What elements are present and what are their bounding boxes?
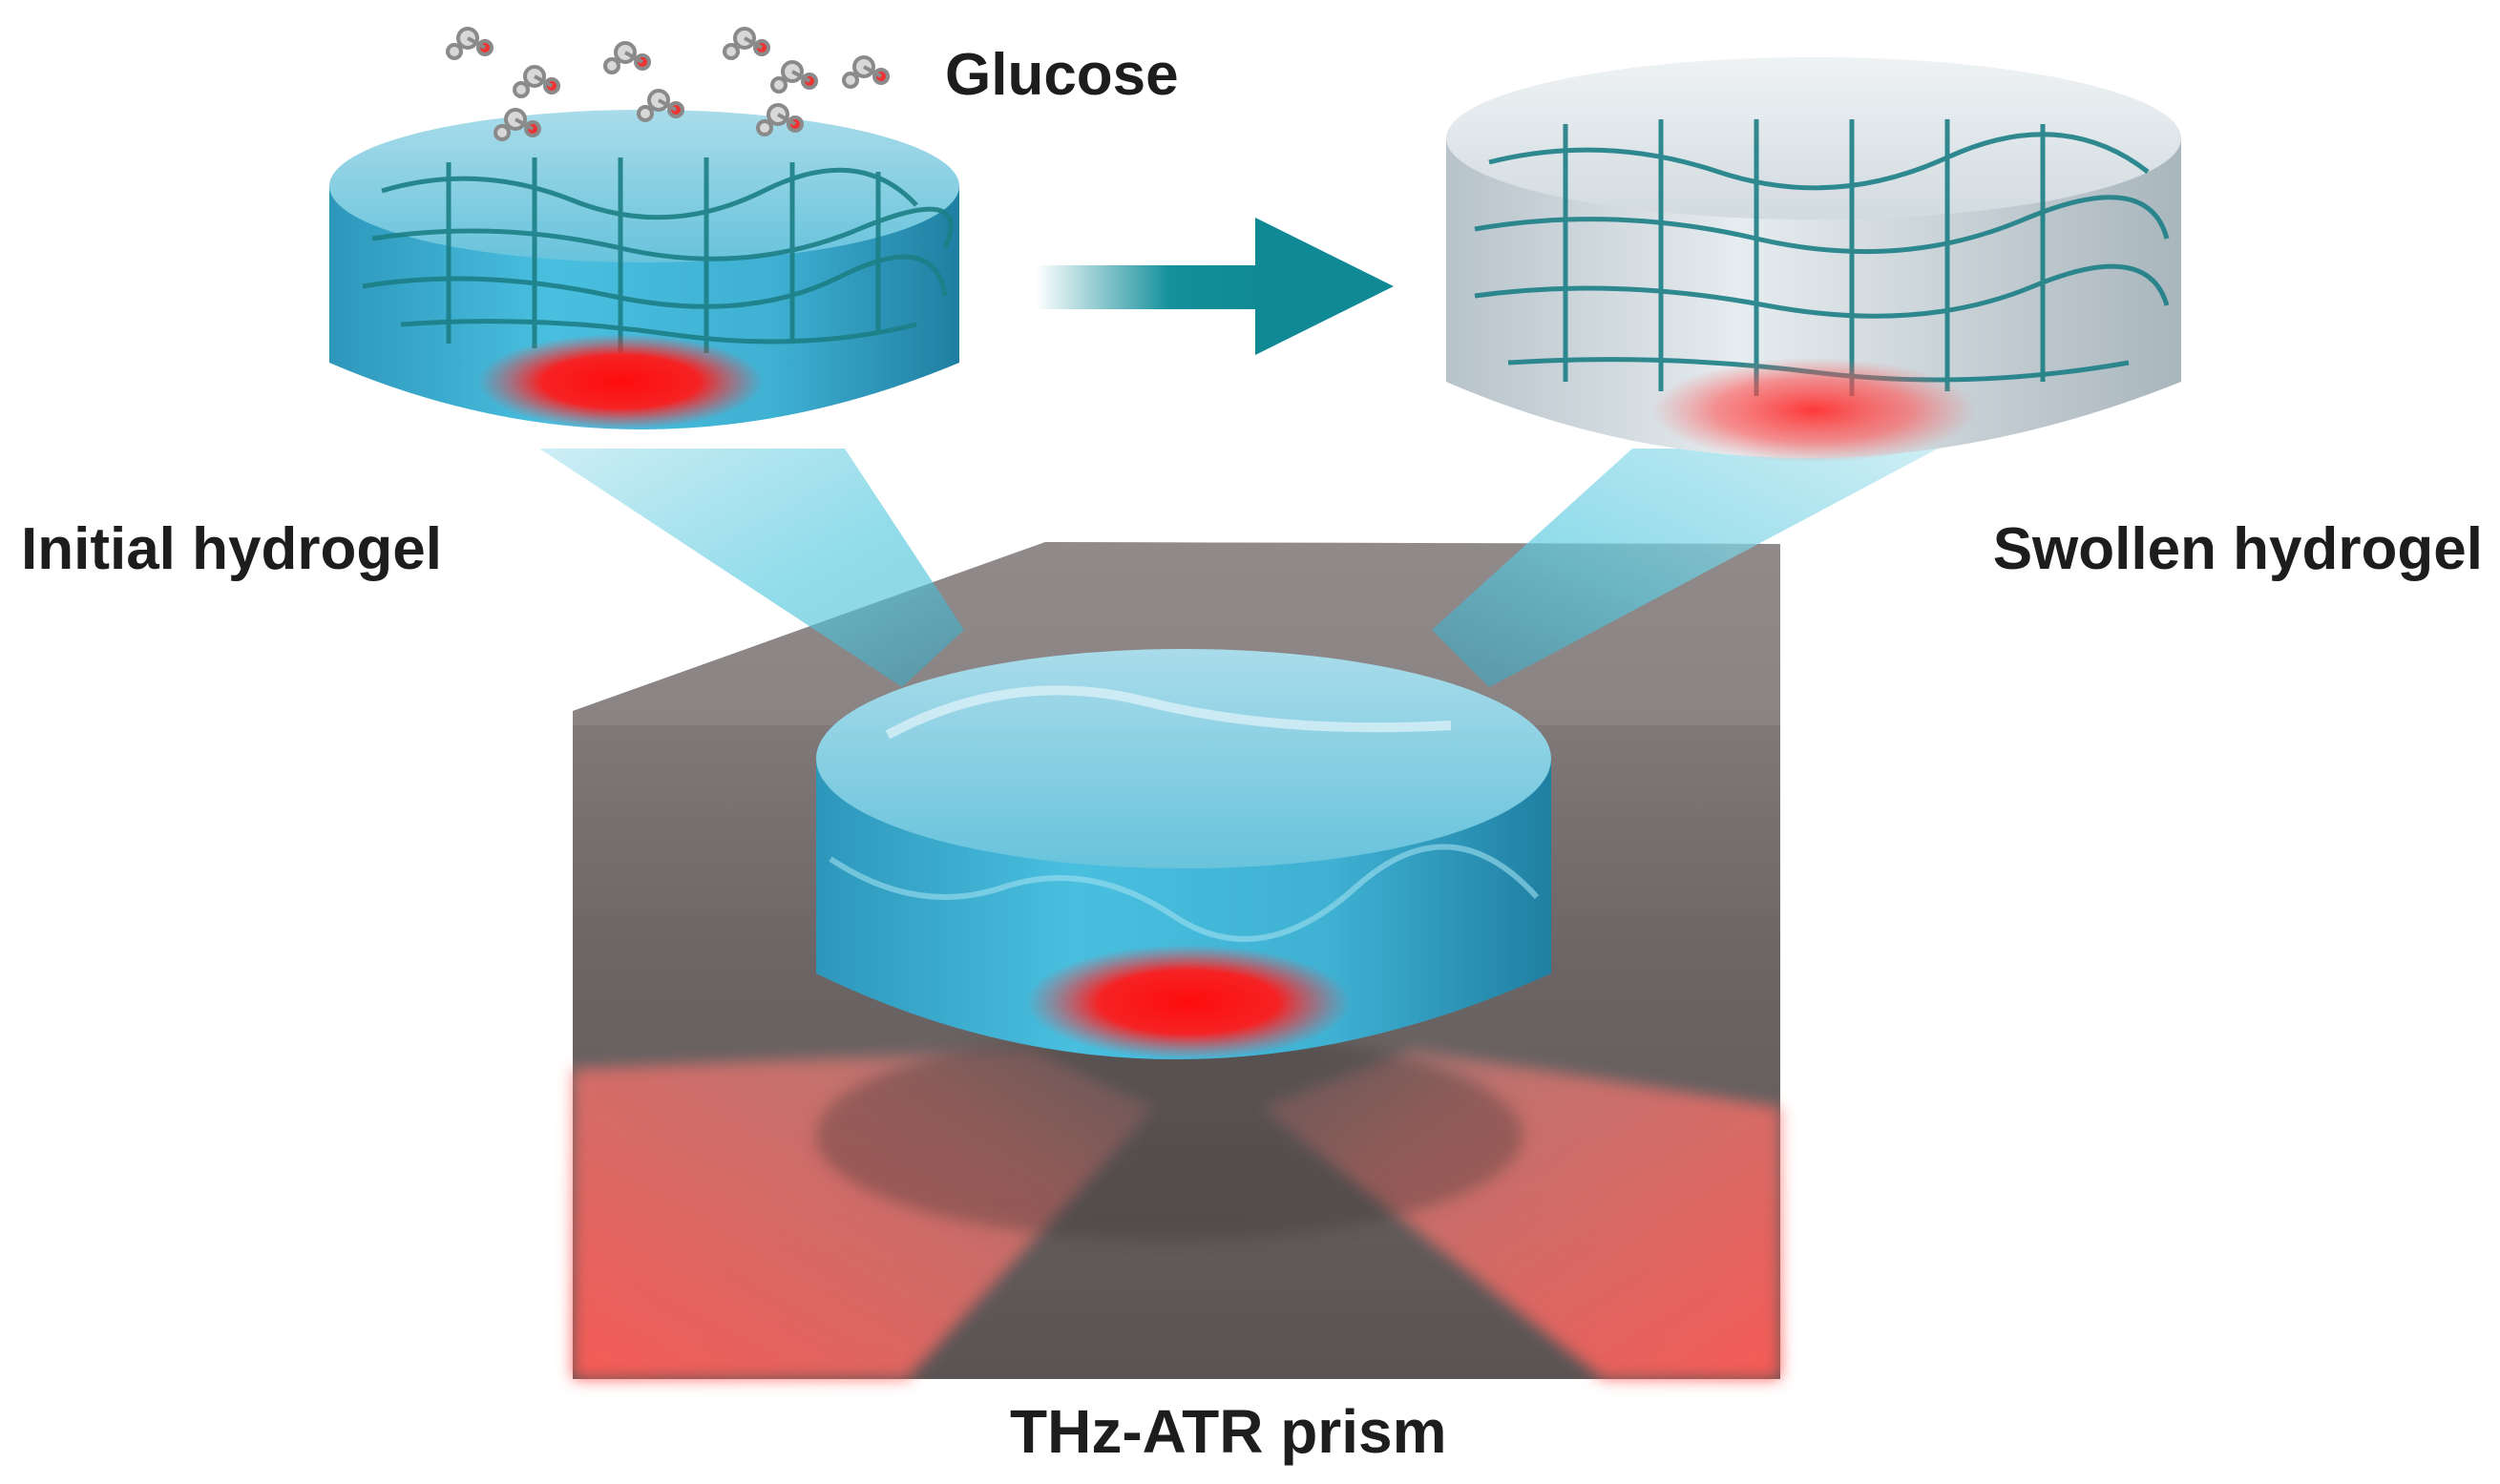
initial-polymer-network bbox=[362, 157, 954, 353]
glucose-label: Glucose bbox=[945, 42, 1179, 108]
glucose-molecule bbox=[756, 103, 804, 136]
central-hydrogel bbox=[816, 649, 1551, 1059]
swollen-hydrogel-label: Swollen hydrogel bbox=[1992, 516, 2483, 582]
central-hydrogel-side-ripples bbox=[829, 844, 1540, 942]
thz-atr-prism-label: THz-ATR prism bbox=[1010, 1397, 1447, 1466]
glucose-molecule bbox=[723, 27, 770, 60]
initial-hotspot bbox=[477, 334, 764, 429]
glucose-molecule bbox=[770, 60, 818, 94]
glucose-molecule bbox=[513, 65, 560, 98]
arrow-head bbox=[1255, 218, 1394, 355]
central-hotspot bbox=[1026, 945, 1351, 1059]
initial-hydrogel-top bbox=[329, 110, 959, 262]
glucose-molecule bbox=[842, 55, 890, 89]
projection-cone-right bbox=[1432, 449, 1938, 687]
arrow-shaft bbox=[1036, 265, 1260, 309]
glucose-molecule bbox=[637, 89, 684, 122]
central-hydrogel-top-sheen bbox=[885, 685, 1452, 740]
central-hydrogel-shadow bbox=[816, 1031, 1523, 1241]
initial-hydrogel-disc bbox=[329, 110, 959, 429]
swollen-hydrogel-disc bbox=[1446, 57, 2181, 463]
projection-cones bbox=[539, 449, 1938, 687]
glucose-molecule bbox=[603, 41, 651, 74]
central-hydrogel-top bbox=[816, 649, 1551, 868]
glucose-molecule bbox=[494, 108, 541, 141]
transition-arrow bbox=[1036, 218, 1394, 355]
initial-hydrogel-label: Initial hydrogel bbox=[21, 516, 442, 582]
glucose-molecule bbox=[446, 27, 494, 60]
projection-cone-left bbox=[539, 449, 964, 687]
swollen-polymer-network bbox=[1474, 119, 2170, 396]
swollen-hydrogel-top bbox=[1446, 57, 2181, 219]
glucose-molecules bbox=[446, 27, 890, 141]
swollen-hotspot bbox=[1651, 358, 1976, 463]
